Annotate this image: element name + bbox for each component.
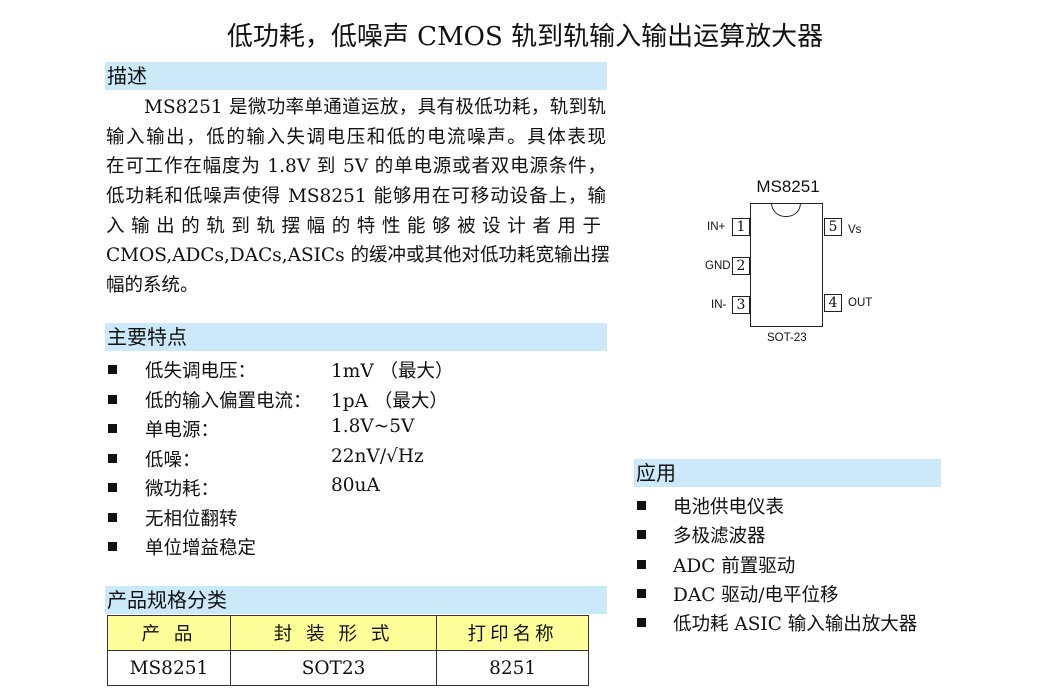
pin-3: 3 — [732, 296, 750, 314]
bullet-icon — [108, 394, 117, 404]
bullet-icon — [108, 453, 117, 463]
feature-value: 1pA （最大） — [331, 390, 448, 412]
table-row: MS8251 SOT23 8251 — [107, 650, 589, 686]
cell-product: MS8251 — [107, 650, 231, 686]
pin-label-in-plus: IN+ — [707, 221, 726, 233]
feature-label: 微功耗： — [145, 479, 220, 500]
pin-1: 1 — [732, 218, 750, 236]
description-line: 在可工作在幅度为 1.8V 到 5V 的单电源或者双电源条件， — [106, 156, 606, 177]
pin-4: 4 — [824, 294, 842, 312]
application-item: 多极滤波器 — [673, 526, 766, 548]
pin-label-in-minus: IN- — [711, 299, 727, 311]
feature-value: 1.8V~5V — [331, 416, 415, 437]
cell-package: SOT23 — [229, 650, 438, 686]
feature-label: 低噪： — [145, 449, 201, 471]
description-line: 低功耗和低噪声使得 MS8251 能够用在可移动设备上，输 — [106, 186, 606, 207]
classification-table: 产 品 封 装 形 式 打印名称 MS8251 SOT23 8251 — [107, 615, 589, 686]
feature-label: 单位增益稳定 — [145, 538, 257, 559]
feature-value: 1mV （最大） — [331, 361, 454, 382]
header-product: 产 品 — [107, 615, 231, 651]
description-line: MS8251 是微功率单通道运放，具有极低功耗，轨到轨 — [144, 97, 606, 118]
header-marking: 打印名称 — [436, 615, 589, 651]
feature-label: 无相位翻转 — [145, 508, 238, 530]
bullet-icon — [108, 512, 117, 522]
notch-icon — [771, 203, 801, 217]
section-classification-heading: 产品规格分类 — [105, 586, 607, 614]
cell-marking: 8251 — [436, 650, 589, 686]
description-line: 输入输出，低的输入失调电压和低的电流噪声。具体表现 — [106, 127, 606, 148]
bullet-icon — [637, 559, 646, 569]
pin-5: 5 — [824, 218, 842, 236]
chip-name: MS8251 — [756, 177, 820, 196]
chip-body — [750, 203, 823, 327]
description-line: CMOS,ADCs,DACs,ASICs 的缓冲或其他对低功耗宽输出摆 — [106, 245, 610, 266]
bullet-icon — [637, 501, 646, 510]
pin-2: 2 — [732, 257, 750, 275]
application-item: 电池供电仪表 — [673, 497, 785, 518]
document-title: 低功耗，低噪声 CMOS 轨到轨输入输出运算放大器 — [226, 22, 824, 52]
application-item: ADC 前置驱动 — [673, 555, 796, 577]
bullet-icon — [637, 530, 646, 540]
bullet-icon — [108, 365, 117, 374]
package-label: SOT-23 — [767, 332, 807, 344]
feature-value: 22nV/√Hz — [331, 445, 424, 467]
section-applications-heading: 应用 — [634, 459, 941, 487]
feature-label: 低的输入偏置电流： — [145, 390, 312, 412]
section-description-heading: 描述 — [105, 62, 607, 90]
section-features-heading: 主要特点 — [105, 323, 607, 351]
pin-label-vs: Vs — [848, 224, 862, 236]
pin-label-gnd: GND — [705, 260, 731, 272]
description-line: 入输出的轨到轨摆幅的特性能够被设计者用于 — [106, 216, 606, 237]
application-item: 低功耗 ASIC 输入输出放大器 — [673, 614, 918, 636]
header-package: 封 装 形 式 — [229, 615, 438, 651]
bullet-icon — [108, 424, 117, 433]
bullet-icon — [108, 483, 117, 492]
bullet-icon — [108, 542, 117, 551]
application-item: DAC 驱动/电平位移 — [673, 584, 839, 606]
feature-label: 单电源： — [145, 420, 220, 441]
table-header-row: 产 品 封 装 形 式 打印名称 — [107, 615, 589, 651]
feature-value: 80uA — [331, 475, 380, 496]
feature-label: 低失调电压： — [145, 361, 257, 382]
pin-label-out: OUT — [848, 297, 873, 309]
bullet-icon — [637, 588, 646, 598]
description-line: 幅的系统。 — [106, 275, 199, 296]
bullet-icon — [637, 618, 646, 628]
